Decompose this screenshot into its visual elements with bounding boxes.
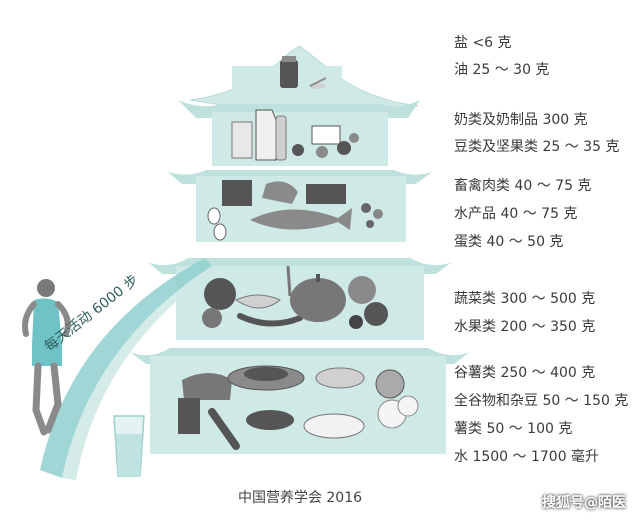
level-2-foods xyxy=(231,109,359,161)
label-aquatic: 水产品 40 ～ 75 克 xyxy=(454,206,578,222)
source-caption: 中国营养学会 2016 xyxy=(237,490,363,506)
water-glass xyxy=(113,415,145,477)
label-whole-grains: 全谷物和杂豆 50 ～ 150 克 xyxy=(454,393,629,409)
level-3-foods xyxy=(207,180,383,241)
label-water: 水 1500 ～ 1700 毫升 xyxy=(454,449,600,465)
label-salt: 盐 <6 克 xyxy=(454,35,512,51)
label-meat: 畜禽肉类 40 ～ 75 克 xyxy=(454,178,592,194)
label-soy-nuts: 豆类及坚果类 25 ～ 35 克 xyxy=(454,139,620,155)
label-egg: 蛋类 40 ～ 50 克 xyxy=(454,234,564,250)
label-fruits: 水果类 200 ～ 350 克 xyxy=(454,319,596,335)
activity-arc xyxy=(40,258,212,478)
level-1-foods xyxy=(280,56,327,89)
label-grains: 谷薯类 250 ～ 400 克 xyxy=(454,365,596,381)
level-4-foods xyxy=(202,265,388,329)
label-tubers: 薯类 50 ～ 100 克 xyxy=(454,421,573,437)
watermark: 搜狐号@陌医 xyxy=(542,495,626,511)
runner-figure xyxy=(22,279,71,436)
activity-arc-light xyxy=(62,266,216,480)
label-dairy: 奶类及奶制品 300 克 xyxy=(454,112,588,128)
label-oil: 油 25 ～ 30 克 xyxy=(454,62,550,78)
label-vegetables: 蔬菜类 300 ～ 500 克 xyxy=(454,291,596,307)
level-5-foods xyxy=(178,365,419,450)
pyramid-tiers xyxy=(130,45,470,454)
